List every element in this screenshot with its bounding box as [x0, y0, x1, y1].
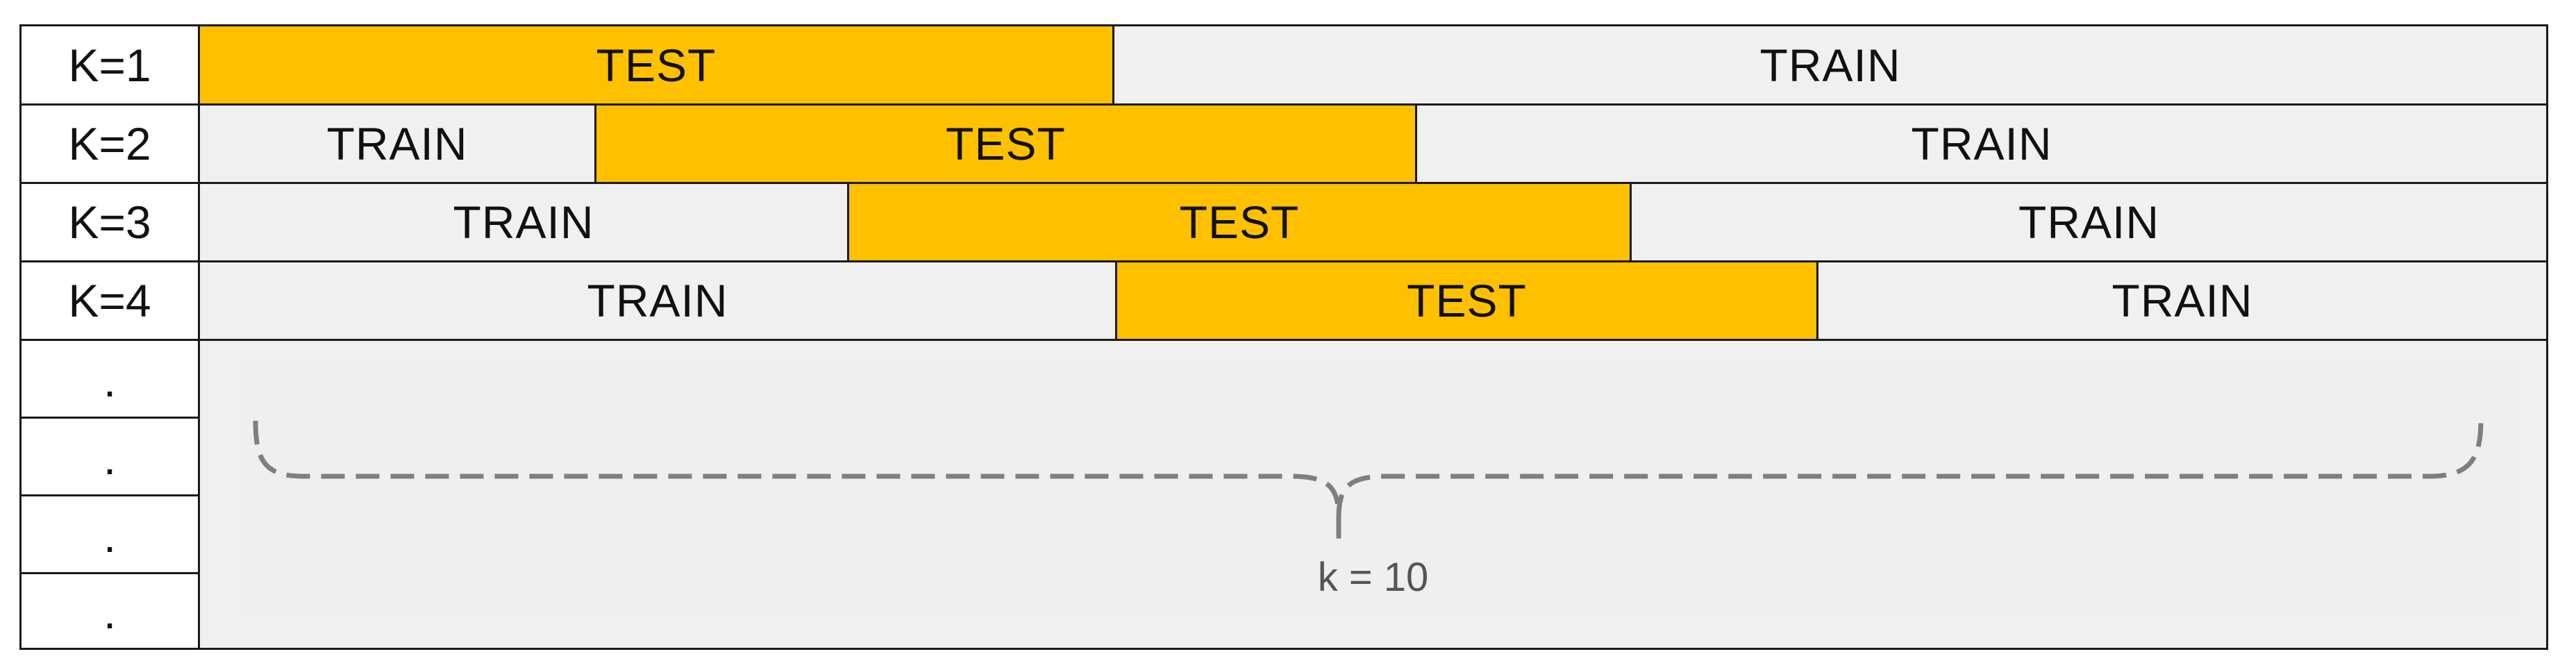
fold-row-k3: TRAIN TEST TRAIN: [200, 184, 2546, 262]
brace-panel: [243, 362, 2518, 617]
test-segment: TEST: [847, 184, 1632, 260]
fold-row-k1: TEST TRAIN: [200, 26, 2546, 106]
test-segment: TEST: [200, 26, 1114, 103]
curly-brace-icon: [253, 420, 2484, 542]
ellipsis-dot: .: [22, 496, 198, 574]
train-segment: TRAIN: [1818, 262, 2546, 339]
k-value-label: k = 10: [1317, 555, 1429, 600]
fold-label-k3: K=3: [22, 184, 198, 262]
fold-label-k2: K=2: [22, 106, 198, 184]
fold-label-k4: K=4: [22, 262, 198, 341]
fold-row-k4: TRAIN TEST TRAIN: [200, 262, 2546, 341]
ellipsis-dot: .: [103, 587, 117, 638]
train-segment: TRAIN: [1114, 26, 2546, 103]
fold-label-k1: K=1: [22, 26, 198, 106]
train-segment: TRAIN: [200, 184, 847, 260]
fold-label-column: K=1 K=2 K=3 K=4 . . . .: [22, 26, 200, 648]
train-segment: TRAIN: [200, 106, 594, 182]
ellipsis-dot: .: [22, 419, 198, 496]
test-segment: TEST: [594, 106, 1417, 182]
ellipsis-dot: .: [22, 341, 198, 419]
train-segment: TRAIN: [200, 262, 1115, 339]
train-segment: TRAIN: [1632, 184, 2546, 260]
kfold-diagram: K=1 K=2 K=3 K=4 . . . . TEST TRAIN TRAIN…: [19, 24, 2548, 650]
train-segment: TRAIN: [1417, 106, 2546, 182]
brace-region: [200, 341, 2546, 648]
fold-row-k2: TRAIN TEST TRAIN: [200, 106, 2546, 184]
test-segment: TEST: [1115, 262, 1818, 339]
